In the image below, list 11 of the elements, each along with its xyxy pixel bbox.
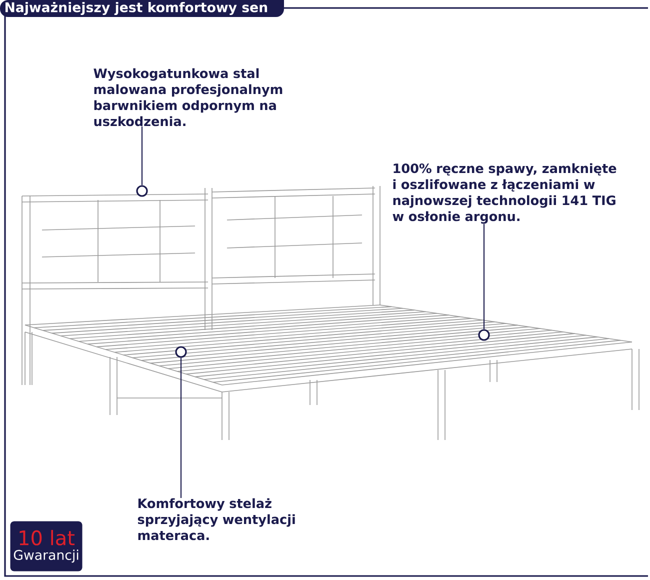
leader-line <box>483 224 485 330</box>
callout-text: Wysokogatunkowa stal malowana profesjonalnym barwnikiem odpornym na uszkodzenia. <box>94 68 282 126</box>
callout-text: Komfortowy stelaż sprzyjający wentylacji materaca. <box>138 498 295 540</box>
warranty-badge: 10 lat Gwarancji <box>10 521 82 572</box>
callout-point <box>478 329 490 341</box>
leader-line <box>180 358 182 498</box>
callout-point <box>175 346 187 358</box>
callout-text: 100% ręczne spawy, zamknięte i oszlifowane z łączeniami w najnowszej technologii 141 TIG w osłonie argonu. <box>392 163 616 224</box>
leader-line <box>141 126 143 186</box>
callout-point <box>136 185 148 197</box>
title-bar: Najważniejszy jest komfortowy sen <box>0 0 284 17</box>
